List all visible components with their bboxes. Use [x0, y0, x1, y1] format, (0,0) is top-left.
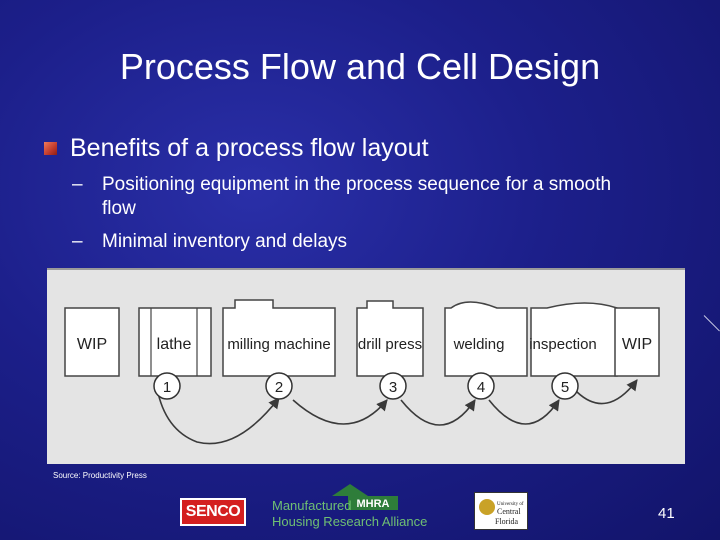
- station-label-milling: milling machine: [227, 336, 330, 353]
- bullet-square-icon: [44, 142, 57, 155]
- process-flow-svg: WIP lathe milling machine drill press we…: [64, 299, 660, 445]
- step-label-2: 2: [275, 379, 283, 396]
- step-label-4: 4: [477, 379, 485, 396]
- sub-bullet-1: – Positioning equipment in the process s…: [72, 173, 642, 221]
- station-label-welding: welding: [453, 336, 505, 353]
- step-circle-2: [265, 372, 293, 400]
- flow-arrow-4-5: [488, 399, 560, 425]
- pegasus-icon: [479, 499, 495, 515]
- decorative-line: [703, 315, 720, 332]
- mhra-mark-box: [348, 496, 398, 510]
- station-label-wip-in: WIP: [77, 336, 107, 353]
- station-label-lathe: lathe: [157, 336, 192, 353]
- page-number: 41: [658, 505, 675, 522]
- station-label-inspection: inspection: [529, 336, 597, 353]
- sub-bullet-2: – Minimal inventory and delays: [72, 230, 642, 254]
- source-caption: Source: Productivity Press: [53, 471, 147, 480]
- flow-arrow-5-out: [576, 379, 638, 405]
- station-box-welding: [444, 301, 528, 377]
- station-box-wip-in: [64, 307, 120, 377]
- station-box-drill: [356, 300, 424, 377]
- senco-logo: SENCO: [180, 498, 246, 526]
- ucf-logo: University of Central Florida: [474, 492, 528, 530]
- mhra-mark-text: MHRA: [357, 498, 390, 510]
- dash-marker: –: [72, 231, 83, 252]
- step-label-1: 1: [163, 379, 171, 396]
- station-label-drill: drill press: [358, 336, 422, 353]
- ucf-line3: Florida: [495, 517, 519, 526]
- sub-bullet-1-text: Positioning equipment in the process seq…: [102, 174, 612, 219]
- station-label-wip-out: WIP: [622, 336, 652, 353]
- station-box-milling: [222, 299, 336, 377]
- step-circle-4: [467, 372, 495, 400]
- dash-marker: –: [72, 174, 83, 195]
- flow-arrow-3-4: [400, 399, 476, 426]
- slide-title: Process Flow and Cell Design: [119, 46, 601, 87]
- step-label-3: 3: [389, 379, 397, 396]
- step-circle-5: [551, 372, 579, 400]
- ucf-line1: University of: [497, 502, 524, 507]
- flow-arrow-2-3: [292, 399, 388, 425]
- mhra-line1: Manufactured: [272, 498, 352, 513]
- ucf-line2: Central: [497, 507, 521, 516]
- main-bullet: Benefits of a process flow layout: [44, 134, 429, 163]
- step-label-5: 5: [561, 379, 569, 396]
- station-box-wip-out: [614, 307, 660, 377]
- mhra-line2: Housing Research Alliance: [272, 514, 427, 529]
- process-flow-diagram: WIP lathe milling machine drill press we…: [47, 268, 685, 464]
- step-circle-3: [379, 372, 407, 400]
- mhra-logo: MHRA Manufactured Housing Research Allia…: [272, 484, 427, 529]
- flow-arrow-1-2: [156, 387, 280, 445]
- sub-bullet-2-text: Minimal inventory and delays: [102, 231, 348, 252]
- step-circle-1: [153, 372, 181, 400]
- house-roof-icon: [332, 484, 368, 496]
- main-bullet-text: Benefits of a process flow layout: [70, 134, 429, 162]
